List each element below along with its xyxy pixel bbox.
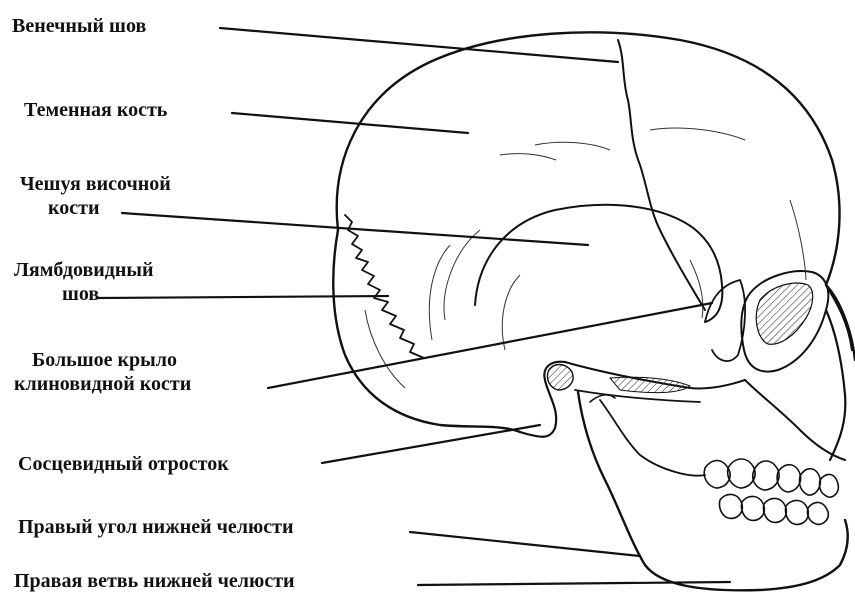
label-lambdoid-suture: Лямбдовидный шов <box>14 258 154 306</box>
coronoid-notch <box>590 395 615 402</box>
lower-teeth <box>719 494 828 524</box>
external-ear-canal <box>547 365 573 391</box>
orbit-shadow <box>756 283 812 344</box>
face-outline <box>826 285 852 460</box>
label-coronal-suture: Венечный шов <box>12 14 146 38</box>
label-parietal-bone: Теменная кость <box>24 98 167 122</box>
label-mandible-angle: Правый угол нижней челюсти <box>18 515 294 539</box>
leader-mandible-angle <box>410 532 640 556</box>
label-mandible-ramus: Правая ветвь нижней челюсти <box>14 569 295 593</box>
label-temporal-squama: Чешуя височной кости <box>20 172 171 220</box>
mandible-ramus-inner <box>600 400 705 476</box>
maxilla-outline <box>745 380 845 460</box>
leader-mastoid-process <box>322 425 540 463</box>
greater-wing-outline <box>705 280 745 361</box>
upper-teeth <box>704 459 838 497</box>
coronal-suture-line <box>618 40 705 310</box>
infratemporal-shadow <box>610 377 690 392</box>
temporal-squama-outline <box>475 205 722 322</box>
lambdoid-suture-line <box>345 215 424 358</box>
leader-parietal-bone <box>232 113 468 133</box>
mandible-outline <box>578 392 848 590</box>
leader-lines <box>98 28 730 585</box>
label-mastoid-process: Сосцевидный отросток <box>18 452 229 476</box>
label-greater-wing-sphenoid: Большое крыло клиновидной кости <box>14 348 191 396</box>
